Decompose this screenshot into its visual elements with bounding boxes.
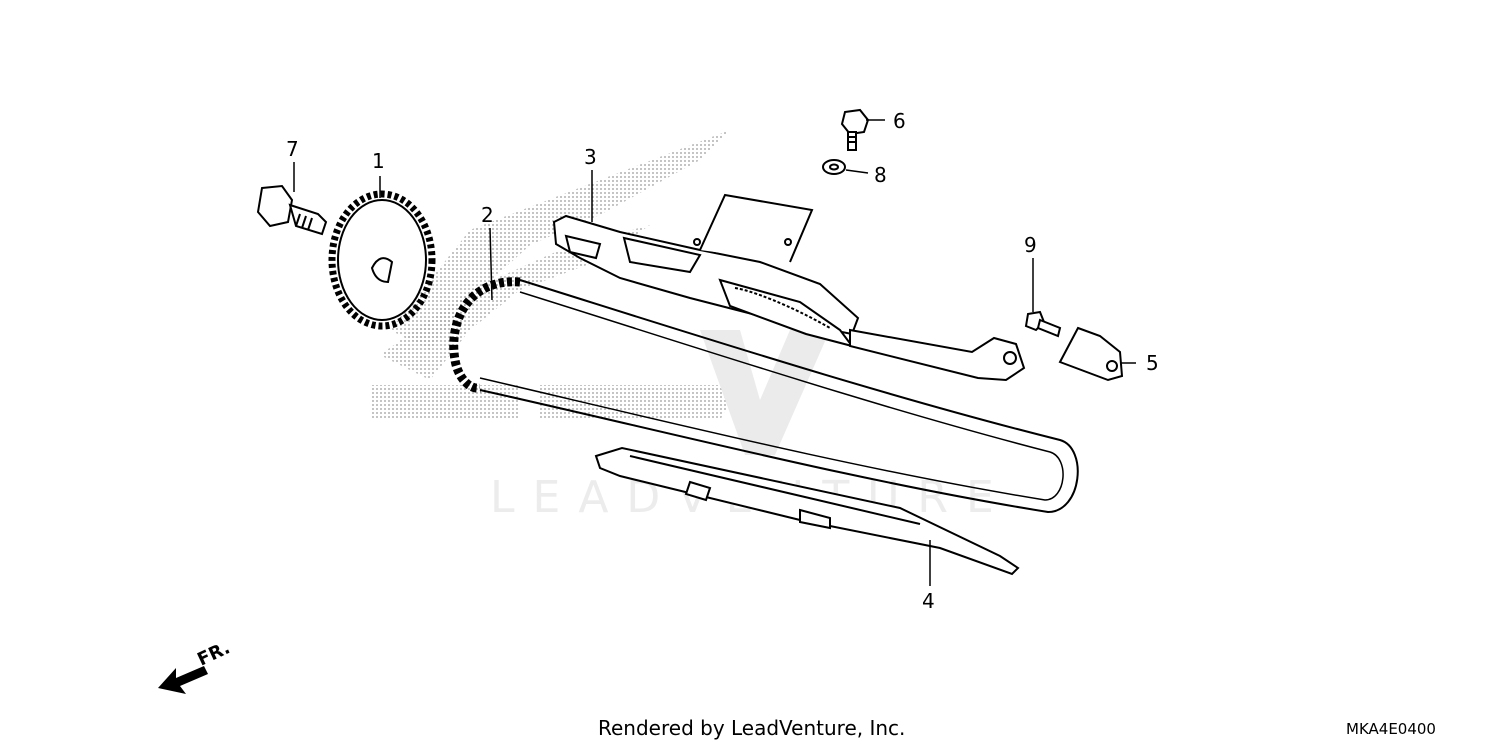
leader-lines — [293, 119, 1136, 586]
direction-label: FR. — [194, 637, 233, 670]
callout-8: 8 — [874, 163, 887, 187]
bolt-part-6 — [840, 108, 870, 151]
bracket-part-5 — [1058, 326, 1124, 382]
callout-4: 4 — [922, 589, 935, 613]
diagram-code: MKA4E0400 — [1346, 720, 1436, 738]
callout-6: 6 — [893, 109, 906, 133]
callout-7: 7 — [286, 137, 299, 161]
callout-2: 2 — [481, 203, 494, 227]
callout-numbers: 1 2 3 4 5 6 7 8 9 — [286, 109, 1159, 613]
cam-sprocket-part-1 — [328, 190, 436, 330]
callout-5: 5 — [1146, 351, 1159, 375]
cam-chain-part-2 — [449, 277, 1079, 514]
callout-9: 9 — [1024, 233, 1037, 257]
rendered-by-credit: Rendered by LeadVenture, Inc. — [598, 716, 906, 740]
chain-guide-part-4 — [594, 446, 1020, 576]
bolt-part-9 — [1024, 310, 1062, 338]
callout-3: 3 — [584, 145, 597, 169]
flange-bolt-part-7 — [256, 184, 328, 236]
washer-part-8 — [822, 159, 846, 175]
watermark-v-mark — [700, 330, 830, 455]
front-direction-arrow-icon: FR. — [158, 637, 233, 694]
tensioner-arm-part-3 — [552, 193, 1026, 382]
callout-1: 1 — [372, 149, 385, 173]
